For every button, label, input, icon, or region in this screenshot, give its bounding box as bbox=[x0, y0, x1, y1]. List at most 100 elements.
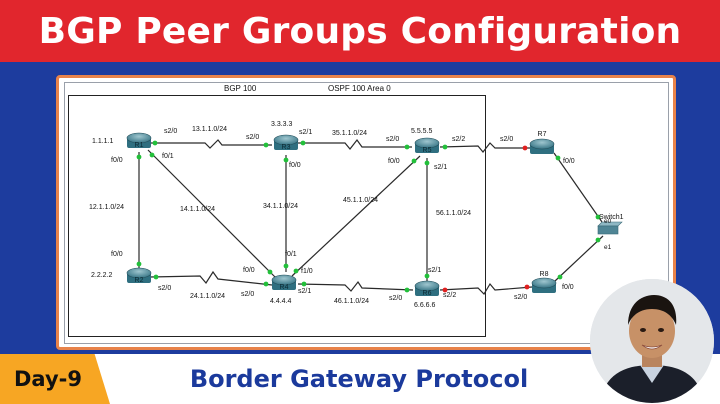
link-r6-r8 bbox=[439, 282, 533, 295]
subnet-label: 46.1.1.0/24 bbox=[334, 298, 369, 305]
interface-label: f0/0 bbox=[111, 157, 123, 164]
day-label: Day-9 bbox=[14, 367, 82, 391]
port-dot bbox=[424, 273, 430, 279]
router-id: 2.2.2.2 bbox=[91, 272, 113, 279]
router-label: R8 bbox=[540, 271, 549, 278]
switch-port-label: e0 bbox=[604, 218, 612, 225]
router-r8[interactable]: R8 bbox=[531, 271, 557, 293]
port-dot bbox=[136, 154, 142, 160]
link-r2-r4 bbox=[149, 270, 273, 286]
interface-label: f0/0 bbox=[563, 158, 575, 165]
subnet-label: 13.1.1.0/24 bbox=[192, 126, 227, 133]
interface-label: f1/0 bbox=[301, 268, 313, 275]
interface-label: f0/0 bbox=[289, 162, 301, 169]
interface-label: s2/0 bbox=[386, 136, 399, 143]
interface-label: s2/0 bbox=[514, 294, 527, 301]
port-dot bbox=[301, 281, 307, 287]
port-dot bbox=[411, 158, 417, 164]
interface-label: s2/2 bbox=[452, 136, 465, 143]
subtitle: Border Gateway Protocol bbox=[189, 365, 529, 393]
link-r4-r5 bbox=[291, 155, 421, 277]
port-dot bbox=[149, 152, 155, 158]
port-dot-down bbox=[522, 145, 528, 151]
router-r3[interactable]: R3 bbox=[273, 134, 299, 151]
switch-port-label: e1 bbox=[604, 244, 612, 251]
port-dot bbox=[283, 157, 289, 163]
link-r8-switch bbox=[554, 235, 604, 282]
router-label: R2 bbox=[135, 277, 144, 284]
router-id: 4.4.4.4 bbox=[270, 298, 292, 305]
interface-label: f0/0 bbox=[562, 284, 574, 291]
day-badge: Day-9 bbox=[0, 354, 110, 404]
bgp-area-boundary bbox=[68, 95, 486, 337]
interface-label: s2/1 bbox=[298, 288, 311, 295]
router-id: 6.6.6.6 bbox=[414, 302, 436, 309]
switch-switch1[interactable]: Switch1 e0 e1 bbox=[597, 214, 624, 251]
subnet-label: 45.1.1.0/24 bbox=[343, 197, 378, 204]
port-dot bbox=[136, 261, 142, 267]
router-label: R7 bbox=[538, 131, 547, 138]
subnet-label: 35.1.1.0/24 bbox=[332, 130, 367, 137]
interface-label: s2/1 bbox=[428, 267, 441, 274]
switch-label: Switch1 bbox=[599, 214, 624, 221]
subnet-label: 14.1.1.0/24 bbox=[180, 206, 215, 213]
port-dot bbox=[267, 269, 273, 275]
port-dot bbox=[283, 263, 289, 269]
topology-canvas bbox=[64, 82, 669, 344]
port-dot bbox=[263, 281, 269, 287]
link-r7-switch bbox=[553, 152, 603, 223]
router-label: R5 bbox=[423, 147, 432, 154]
interface-label: s2/0 bbox=[241, 291, 254, 298]
interface-label: f0/1 bbox=[285, 251, 297, 258]
interface-label: s2/0 bbox=[158, 285, 171, 292]
subnet-label: 34.1.1.0/24 bbox=[263, 203, 298, 210]
interface-label: s2/0 bbox=[164, 128, 177, 135]
router-label: R3 bbox=[282, 144, 291, 151]
port-dot bbox=[404, 287, 410, 293]
interface-label: s2/1 bbox=[299, 129, 312, 136]
subnet-label: 56.1.1.0/24 bbox=[436, 210, 471, 217]
link-r4-r6 bbox=[297, 280, 414, 292]
router-r7[interactable]: R7 bbox=[529, 131, 555, 154]
port-dot bbox=[595, 214, 601, 220]
subnet-label: 12.1.1.0/24 bbox=[89, 204, 124, 211]
ospf-area-label: OSPF 100 Area 0 bbox=[328, 84, 391, 93]
link-r1-r3 bbox=[150, 139, 272, 149]
router-r6[interactable]: R6 bbox=[414, 280, 440, 297]
interface-label: s2/0 bbox=[246, 134, 259, 141]
router-id: 1.1.1.1 bbox=[92, 138, 114, 145]
port-dot bbox=[263, 142, 269, 148]
link-r1-r4 bbox=[147, 149, 277, 279]
interface-label: f0/0 bbox=[388, 158, 400, 165]
port-dot bbox=[555, 155, 561, 161]
port-dot bbox=[442, 144, 448, 150]
port-dot bbox=[424, 160, 430, 166]
interface-label: f0/1 bbox=[162, 153, 174, 160]
port-dot-down bbox=[442, 287, 448, 293]
interface-label: s2/2 bbox=[443, 292, 456, 299]
interface-label: s2/0 bbox=[500, 136, 513, 143]
interface-label: f0/0 bbox=[111, 251, 123, 258]
presenter-avatar bbox=[590, 279, 714, 403]
port-dot-down bbox=[524, 284, 530, 290]
video-title: BGP Peer Groups Configuration bbox=[38, 10, 682, 52]
router-r2[interactable]: R2 bbox=[126, 267, 152, 284]
router-r1[interactable]: R1 bbox=[126, 132, 152, 149]
port-dot bbox=[293, 268, 299, 274]
bgp-area-label: BGP 100 bbox=[224, 84, 257, 93]
router-label: R6 bbox=[423, 290, 432, 297]
port-dot bbox=[153, 274, 159, 280]
link-r3-r5 bbox=[298, 138, 412, 150]
subnet-label: 24.1.1.0/24 bbox=[190, 293, 225, 300]
router-r4[interactable]: R4 bbox=[271, 274, 297, 291]
port-dot bbox=[404, 144, 410, 150]
interface-label: f0/0 bbox=[243, 267, 255, 274]
interface-label: s2/0 bbox=[389, 295, 402, 302]
port-dot bbox=[557, 274, 563, 280]
presenter-portrait bbox=[590, 279, 714, 403]
title-banner: BGP Peer Groups Configuration bbox=[0, 0, 720, 62]
link-r5-r7 bbox=[439, 142, 530, 153]
interface-label: s2/1 bbox=[434, 164, 447, 171]
router-r5[interactable]: R5 bbox=[414, 137, 440, 154]
router-id: 3.3.3.3 bbox=[271, 121, 293, 128]
